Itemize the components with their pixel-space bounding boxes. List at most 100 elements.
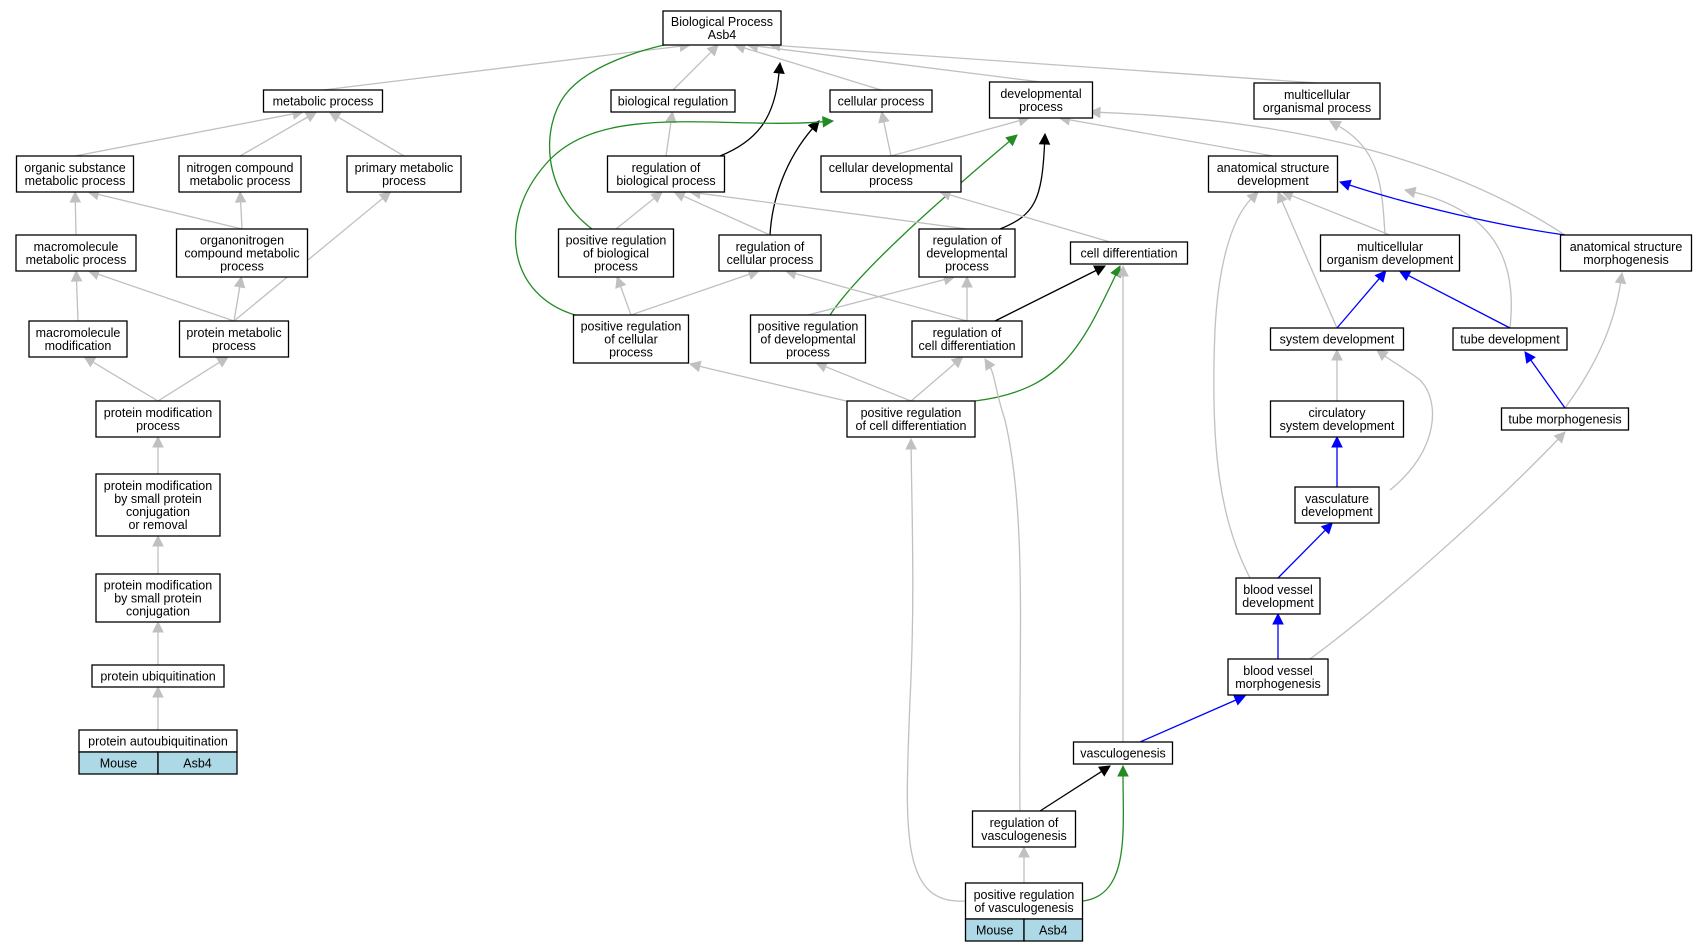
edge-line bbox=[807, 278, 946, 316]
go-term-metabolic[interactable]: metabolic process bbox=[262, 89, 384, 113]
go-term-label: metabolic process bbox=[273, 95, 374, 109]
edge-line bbox=[948, 193, 1111, 243]
edge-protubiq-to-protmodsmall bbox=[152, 620, 164, 665]
go-term-label: nitrogen compound bbox=[186, 161, 293, 175]
go-term-label: by small protein bbox=[114, 492, 202, 506]
edge-macromod-to-macromet bbox=[70, 269, 83, 322]
arrowhead bbox=[1018, 845, 1030, 858]
arrowhead bbox=[984, 358, 996, 371]
edge-line bbox=[890, 119, 1021, 157]
edge-line bbox=[769, 127, 814, 236]
go-term-label: organism development bbox=[1327, 253, 1454, 267]
go-term-cellular[interactable]: cellular process bbox=[829, 89, 933, 113]
go-term-label: biological regulation bbox=[618, 95, 729, 109]
edge-tubedev-to-anatdev bbox=[1403, 186, 1512, 329]
edge-primary-to-metabolic bbox=[328, 111, 405, 157]
arrowhead bbox=[1093, 265, 1107, 276]
arrowhead bbox=[1614, 271, 1627, 285]
edge-nitrogen-to-metabolic bbox=[239, 111, 318, 157]
edge-line bbox=[619, 285, 632, 316]
edge-posregcell-to-posregbio bbox=[615, 275, 632, 316]
go-term-box bbox=[606, 155, 726, 193]
go-term-celldiff[interactable]: cell differentiation bbox=[1069, 241, 1189, 265]
go-term-box bbox=[572, 314, 690, 364]
go-term-box bbox=[964, 882, 1084, 920]
go-term-label: developmental bbox=[1000, 87, 1081, 101]
edge-regdev-to-devproc bbox=[999, 132, 1051, 230]
go-term-label: anatomical structure bbox=[1217, 161, 1330, 175]
go-term-label: tube development bbox=[1460, 333, 1560, 347]
go-term-tubemorph[interactable]: tube morphogenesis bbox=[1500, 407, 1630, 431]
go-term-label: regulation of bbox=[990, 816, 1059, 830]
edge-celldev-to-devproc bbox=[890, 115, 1031, 157]
go-term-label: or removal bbox=[128, 518, 187, 532]
arrowhead bbox=[1331, 435, 1343, 448]
go-term-sysdev[interactable]: system development bbox=[1269, 327, 1405, 351]
go-term-tubedev[interactable]: tube development bbox=[1452, 327, 1568, 351]
arrowhead bbox=[328, 111, 342, 123]
edge-vasculo-to-bvmorph bbox=[1139, 694, 1247, 743]
go-term-label: by small protein bbox=[114, 592, 202, 606]
go-term-label: process bbox=[382, 174, 426, 188]
edge-posregvasc-to-regvasc bbox=[1018, 845, 1030, 883]
edge-regbio-to-bioreg bbox=[665, 110, 677, 157]
edge-line bbox=[778, 44, 1318, 84]
edge-posregcelldiff-to-posregdev bbox=[815, 361, 912, 402]
go-term-label: anatomical structure bbox=[1570, 240, 1683, 254]
go-term-box bbox=[1452, 327, 1568, 351]
edge-organonit-to-organic bbox=[87, 188, 243, 230]
go-term-label: morphogenesis bbox=[1235, 677, 1320, 691]
arrowhead bbox=[152, 620, 164, 633]
go-term-label: protein modification bbox=[104, 479, 212, 493]
go-term-protubiq[interactable]: protein ubiquitination bbox=[91, 664, 225, 688]
edge-vascdev-to-sysdev bbox=[1376, 349, 1434, 491]
edge-anatmorph-to-anatdev bbox=[1338, 179, 1566, 236]
arrowhead bbox=[1088, 106, 1101, 119]
go-term-label: process bbox=[786, 346, 830, 360]
arrowhead bbox=[706, 44, 719, 57]
go-term-label: positive regulation bbox=[974, 888, 1075, 902]
go-term-box bbox=[346, 155, 462, 193]
go-term-label: blood vessel bbox=[1243, 583, 1313, 597]
edge-line bbox=[630, 273, 751, 316]
arrowhead bbox=[304, 111, 318, 123]
go-term-bioreg[interactable]: biological regulation bbox=[610, 89, 736, 113]
go-term-box bbox=[829, 89, 933, 113]
go-term-vasculo[interactable]: vasculogenesis bbox=[1072, 741, 1174, 765]
go-term-box bbox=[95, 573, 221, 623]
edge-sysdev-to-multidev bbox=[1336, 270, 1387, 329]
